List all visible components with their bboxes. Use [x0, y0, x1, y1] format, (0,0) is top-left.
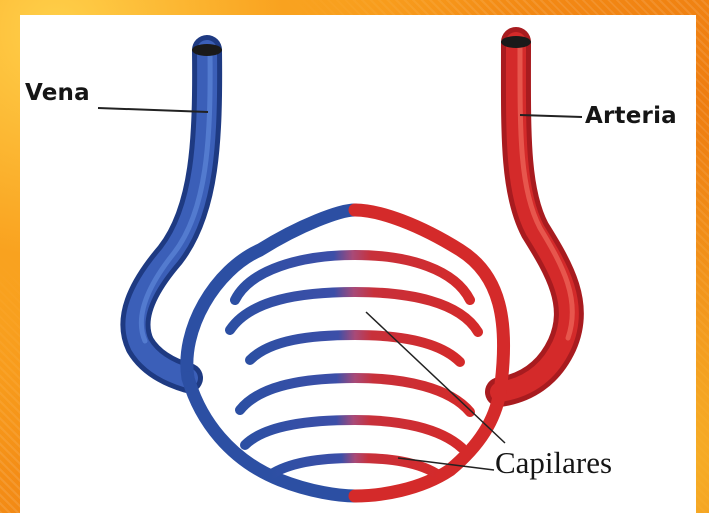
capillary-rungs: [260, 232, 450, 484]
vena-leader-line: [98, 108, 208, 112]
capillary-bed: [187, 210, 504, 496]
artery-opening: [501, 36, 531, 48]
capilares-label: Capilares: [495, 445, 612, 481]
vena-label: Vena: [25, 80, 90, 106]
vein-opening: [192, 44, 222, 56]
arteria-label: Arteria: [585, 103, 677, 129]
